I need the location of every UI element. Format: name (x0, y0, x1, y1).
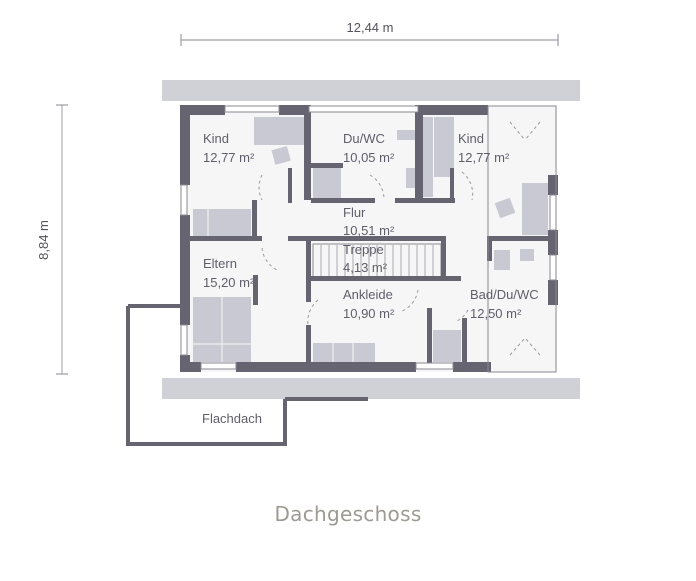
room-area: 10,05 m² (343, 150, 395, 165)
room-labels: Kind 12,77 m² Du/WC 10,05 m² Kind 12,77 … (202, 131, 539, 426)
room-name: Flur (343, 205, 366, 220)
staircase (312, 243, 442, 278)
door-swings (258, 121, 541, 356)
flat-roof-label: Flachdach (202, 411, 262, 426)
room-name: Kind (203, 131, 229, 146)
depth-dimension: 8,84 m (36, 104, 68, 375)
roof-band-bottom (162, 378, 580, 399)
room-name: Bad/Du/WC (470, 287, 539, 302)
room-name: Ankleide (343, 287, 393, 302)
room-name: Eltern (203, 256, 237, 271)
depth-dimension-label: 8,84 m (36, 220, 51, 260)
room-area: 12,77 m² (203, 150, 255, 165)
floor-title: Dachgeschoss (274, 502, 422, 526)
room-name: Treppe (343, 242, 384, 257)
roof-band-top (162, 80, 580, 101)
room-area: 12,77 m² (458, 150, 510, 165)
room-area: 4,13 m² (343, 260, 388, 275)
room-name: Du/WC (343, 131, 385, 146)
room-area: 15,20 m² (203, 275, 255, 290)
width-dimension-label: 12,44 m (347, 20, 394, 35)
flat-roof-outline (126, 306, 368, 446)
width-dimension: 12,44 m (180, 20, 559, 46)
room-area: 12,50 m² (470, 306, 522, 321)
room-area: 10,90 m² (343, 306, 395, 321)
walls (180, 105, 558, 372)
room-name: Kind (458, 131, 484, 146)
room-area: 10,51 m² (343, 223, 395, 238)
windows (180, 105, 557, 373)
